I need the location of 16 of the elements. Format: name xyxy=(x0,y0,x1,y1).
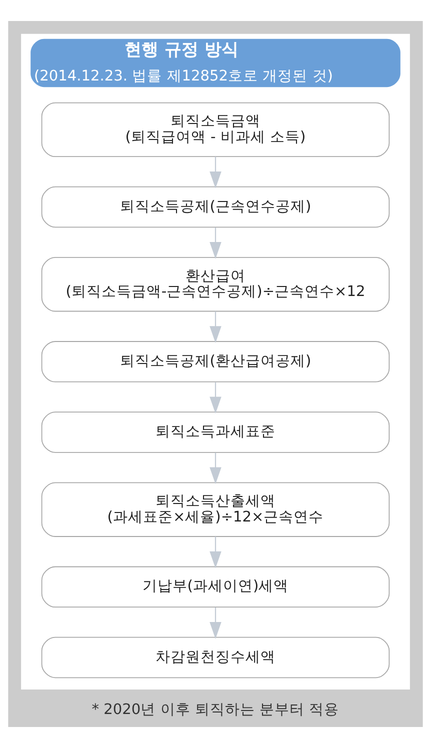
arrow xyxy=(210,607,222,639)
arrow xyxy=(210,452,222,484)
arrow xyxy=(210,536,222,568)
node-box: 퇴직소득산출세액 (과세표준×세율)÷12×근속연수 xyxy=(41,482,390,537)
node-box: 퇴직소득과세표준 xyxy=(41,412,390,453)
caption: * 2020년 이후 퇴직하는 분부터 적용 xyxy=(92,701,340,718)
arrow xyxy=(210,156,222,188)
node-box: 퇴직소득공제(근속연수공제) xyxy=(41,186,390,228)
arrow xyxy=(210,311,222,343)
node-box: 퇴직소득공제(환산급여공제) xyxy=(41,341,390,382)
node-box: 환산급여 (퇴직소득금액-근속연수공제)÷근속연수×12 xyxy=(41,257,390,312)
arrow xyxy=(210,382,222,414)
node-box: 차감원천징수세액 xyxy=(41,636,390,678)
node-box: 퇴직소득금액 (퇴직급여액 - 비과세 소득) xyxy=(41,102,390,158)
node-box: 기납부(과세이연)세액 xyxy=(41,566,390,608)
arrow xyxy=(210,227,222,259)
